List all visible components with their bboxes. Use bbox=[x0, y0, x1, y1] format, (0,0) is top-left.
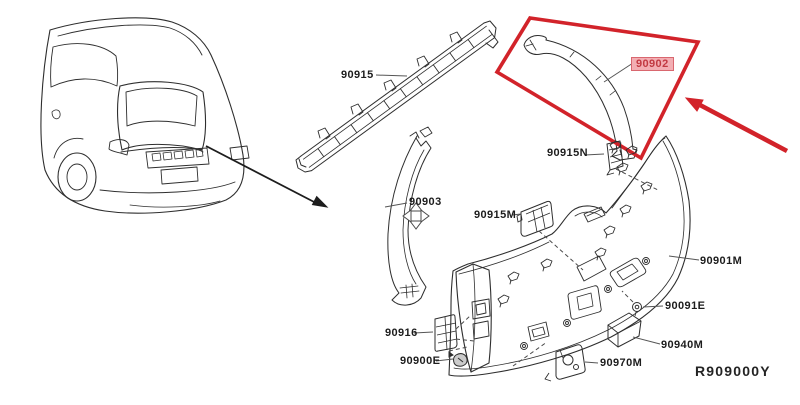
part-label-90091E[interactable]: 90091E bbox=[665, 300, 706, 312]
red-arrow bbox=[684, 97, 789, 154]
move-icon bbox=[402, 202, 430, 230]
part-90902-trim bbox=[523, 35, 638, 161]
part-label-90915N[interactable]: 90915N bbox=[547, 147, 588, 159]
part-90915N-clip bbox=[606, 140, 624, 176]
part-90940M-lamp-housing bbox=[607, 312, 642, 348]
part-label-90902-highlighted[interactable]: 90902 bbox=[631, 57, 674, 71]
part-label-90970M[interactable]: 90970M bbox=[600, 357, 643, 369]
part-label-90916[interactable]: 90916 bbox=[385, 327, 418, 339]
black-arrow bbox=[205, 145, 329, 208]
part-90970M-latch bbox=[544, 344, 586, 382]
part-90915M-clip bbox=[516, 200, 554, 237]
part-90900E-clip bbox=[448, 351, 468, 367]
part-label-90900E[interactable]: 90900E bbox=[400, 355, 441, 367]
part-90091E-screw bbox=[632, 302, 642, 317]
part-label-90940M[interactable]: 90940M bbox=[661, 339, 704, 351]
diagram-reference-code: R909000Y bbox=[695, 363, 771, 379]
red-highlight-outline bbox=[494, 16, 701, 161]
part-label-90915M[interactable]: 90915M bbox=[474, 209, 517, 221]
part-90916-grid bbox=[434, 314, 458, 352]
part-90915-strip bbox=[295, 20, 499, 173]
part-label-90903[interactable]: 90903 bbox=[409, 196, 442, 208]
part-90901M-panel bbox=[448, 135, 691, 377]
dashed-assembly-lines bbox=[448, 168, 659, 367]
vehicle-rear-illustration bbox=[40, 17, 250, 214]
leader-lines bbox=[375, 62, 700, 364]
part-label-90901M[interactable]: 90901M bbox=[700, 255, 743, 267]
part-90903-pillar-trim bbox=[387, 126, 433, 306]
part-label-90915[interactable]: 90915 bbox=[341, 69, 374, 81]
